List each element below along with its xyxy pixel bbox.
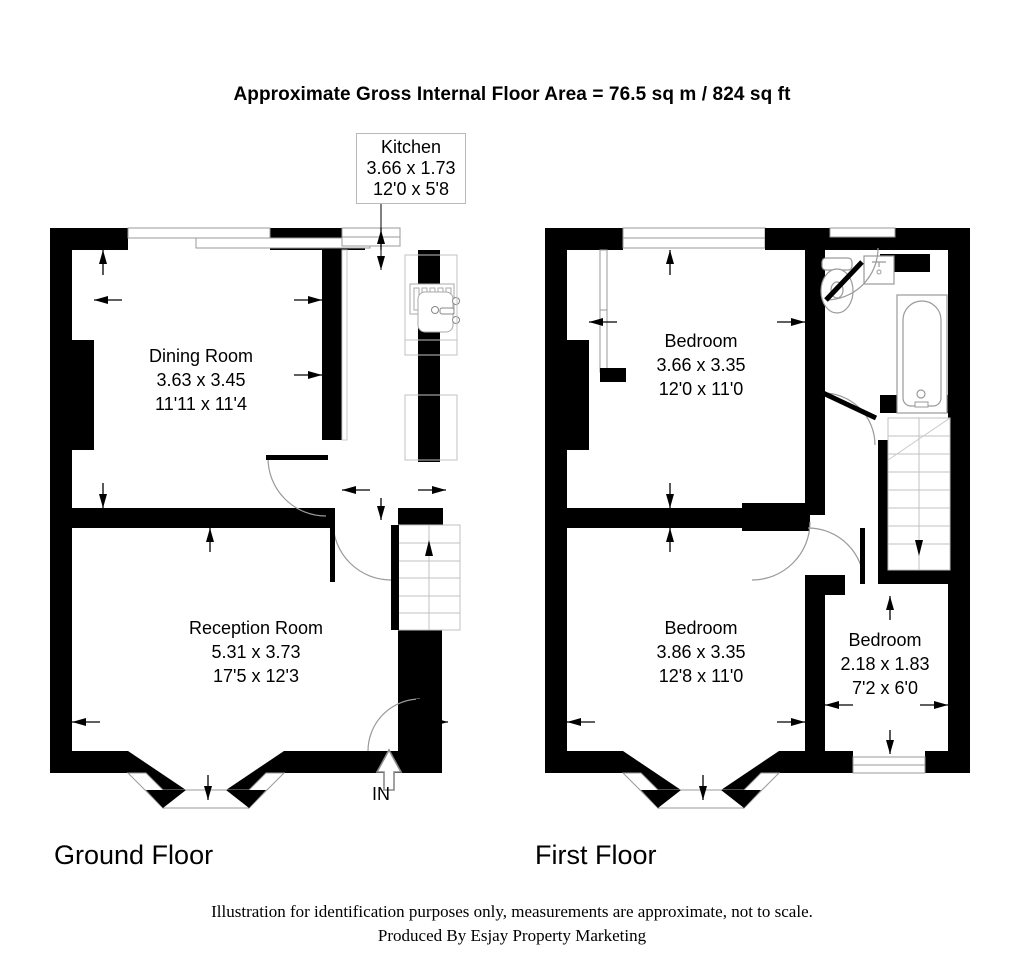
room-label-bedroom-1: Bedroom 3.66 x 3.35 12'0 x 11'0 xyxy=(617,329,785,401)
kitchen-imperial: 12'0 x 5'8 xyxy=(373,179,449,199)
dining-room-metric: 3.63 x 3.45 xyxy=(156,370,246,390)
first-floor-stairs xyxy=(887,417,951,571)
bedroom-2-metric: 3.86 x 3.35 xyxy=(656,642,746,662)
kitchen-metric: 3.66 x 1.73 xyxy=(366,158,456,178)
kitchen-fixtures xyxy=(404,254,460,461)
bedroom-3-imperial: 7'2 x 6'0 xyxy=(852,678,918,698)
entrance-arrow-icon xyxy=(375,748,403,791)
room-label-bedroom-3: Bedroom 2.18 x 1.83 7'2 x 6'0 xyxy=(815,628,955,700)
first-floor-dimension-arrows xyxy=(567,250,948,800)
footer-producer: Produced By Esjay Property Marketing xyxy=(377,926,647,945)
footer-disclaimer: Illustration for identification purposes… xyxy=(211,902,813,921)
first-floor-walls xyxy=(545,227,970,810)
reception-room-imperial: 17'5 x 12'3 xyxy=(213,666,299,686)
first-floor-doors xyxy=(751,247,879,585)
bedroom-1-name: Bedroom xyxy=(664,331,738,351)
ground-floor-label: Ground Floor xyxy=(54,840,214,870)
room-label-reception-room: Reception Room 5.31 x 3.73 17'5 x 12'3 xyxy=(158,616,354,688)
ground-floor-windows xyxy=(341,227,401,441)
reception-room-metric: 5.31 x 3.73 xyxy=(211,642,301,662)
bedroom-1-metric: 3.66 x 3.35 xyxy=(656,355,746,375)
ground-floor-dimension-arrows xyxy=(72,204,448,800)
page-title: Approximate Gross Internal Floor Area = … xyxy=(233,84,791,105)
ground-floor-doors xyxy=(266,455,421,753)
room-label-dining-room: Dining Room 3.63 x 3.45 11'11 x 11'4 xyxy=(117,344,285,416)
bedroom-3-name: Bedroom xyxy=(848,630,922,650)
dining-room-imperial: 11'11 x 11'4 xyxy=(155,394,247,414)
bedroom-3-metric: 2.18 x 1.83 xyxy=(840,654,930,674)
reception-room-name: Reception Room xyxy=(188,618,324,638)
bedroom-2-name: Bedroom xyxy=(664,618,738,638)
bedroom-2-imperial: 12'8 x 11'0 xyxy=(658,666,744,686)
room-label-kitchen: Kitchen 3.66 x 1.73 12'0 x 5'8 xyxy=(356,133,466,204)
first-floor-label: First Floor xyxy=(535,840,657,870)
bathroom-fixtures xyxy=(820,255,948,414)
ground-floor-stairs xyxy=(391,524,461,631)
room-label-bedroom-2: Bedroom 3.86 x 3.35 12'8 x 11'0 xyxy=(617,616,785,688)
bedroom-1-imperial: 12'0 x 11'0 xyxy=(658,379,744,399)
kitchen-name: Kitchen xyxy=(380,137,442,157)
dining-room-name: Dining Room xyxy=(148,346,254,366)
entrance-label: IN xyxy=(372,784,390,804)
